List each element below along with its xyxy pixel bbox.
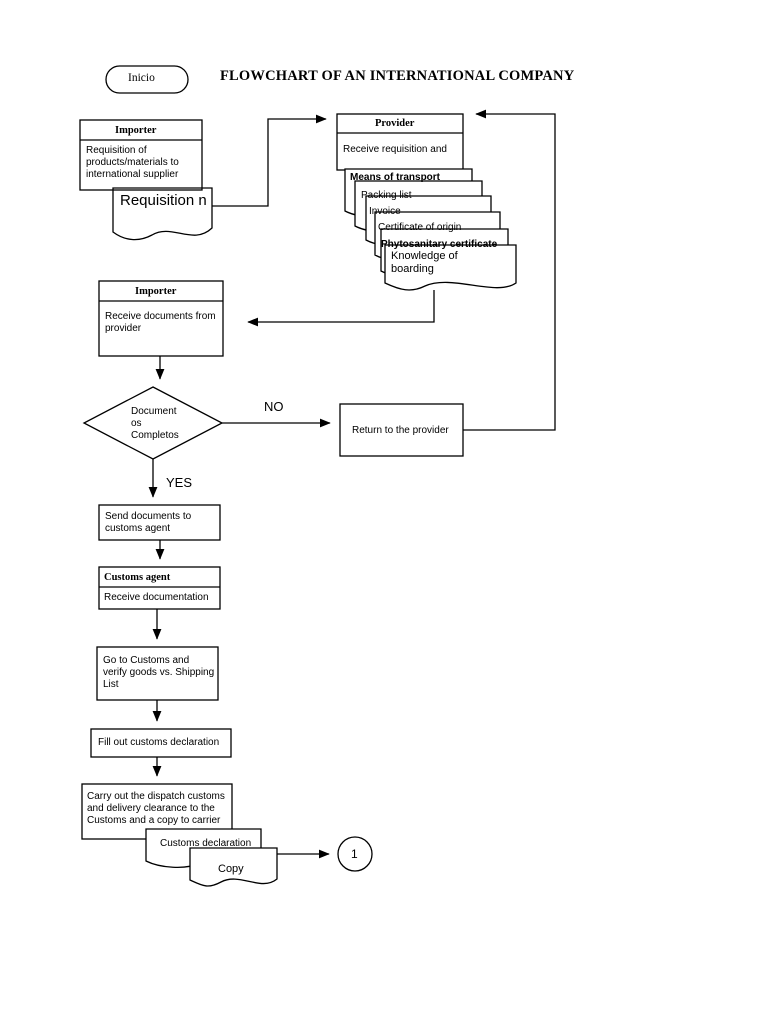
customs-agent-body: Receive documentation (104, 592, 209, 603)
connector-one-circle (337, 836, 373, 872)
edge-requisition-to-provider (212, 114, 327, 207)
edge-provider-docs-to-importer (247, 290, 435, 327)
requisition-document-label: Requisition n (120, 192, 207, 209)
page-title: FLOWCHART OF AN INTERNATIONAL COMPANY (220, 68, 575, 84)
provider-header: Provider (375, 118, 415, 129)
carry-out-dispatch-label: Carry out the dispatch customs and deliv… (87, 791, 225, 826)
edge-label-no: NO (264, 399, 284, 414)
requisition-document-shape (112, 187, 213, 241)
copy-document-shape (189, 847, 278, 887)
decision-label: Document os Completos (131, 406, 179, 441)
return-provider-label: Return to the provider (352, 425, 449, 436)
copy-document-label: Copy (218, 863, 244, 875)
provider-doc-label-packing-list: Packing list (361, 190, 412, 201)
importer-request-header: Importer (115, 125, 157, 136)
importer-receive-body: Receive documents from provider (105, 311, 216, 334)
start-oval-label: Inicio (128, 72, 155, 84)
importer-receive-box (98, 280, 224, 357)
fill-declaration-label: Fill out customs declaration (98, 737, 220, 748)
customs-agent-box (98, 566, 221, 610)
customs-agent-header: Customs agent (104, 572, 171, 583)
importer-request-box (79, 119, 203, 191)
fill-declaration-box (90, 728, 232, 758)
start-oval-shape (105, 65, 189, 94)
provider-body: Receive requisition and (343, 144, 447, 155)
provider-doc-label-invoice: Invoice (369, 206, 401, 217)
importer-receive-header: Importer (135, 286, 177, 297)
provider-doc-label-certificate-of-origin: Certificate of origin (378, 222, 462, 233)
customs-declaration-document-label: Customs declaration (160, 838, 252, 849)
send-documents-label: Send documents to customs agent (105, 511, 192, 534)
provider-doc-label-phytosanitary-certificate: Phytosanitary certificate (381, 239, 498, 250)
provider-doc-label-knowledge-of-boarding: Knowledge of boarding (391, 250, 458, 275)
importer-request-body: Requisition of products/materials to int… (86, 145, 179, 180)
connector-one-label: 1 (351, 847, 358, 861)
provider-doc-label-means-of-transport: Means of transport (350, 172, 441, 183)
edge-label-yes: YES (166, 475, 193, 490)
edge-return-to-provider-loop (463, 109, 556, 431)
go-to-customs-label: Go to Customs and verify goods vs. Shipp… (103, 655, 215, 690)
provider-doc-knowledge-of-boarding (384, 244, 517, 291)
